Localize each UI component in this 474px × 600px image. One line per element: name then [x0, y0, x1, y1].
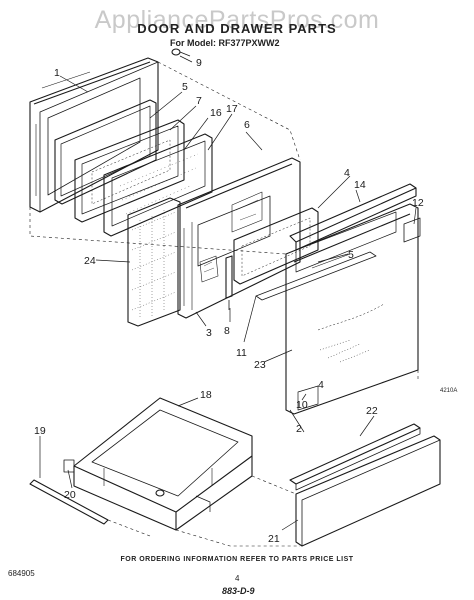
callout-5a: 5	[182, 81, 188, 93]
revision-code: 883-D-9	[222, 586, 255, 596]
callout-9: 9	[196, 57, 202, 69]
callout-14: 14	[354, 179, 366, 191]
door-handle-trim	[289, 183, 421, 251]
diagram-title: DOOR AND DRAWER PARTS	[137, 21, 337, 36]
drawer-rail	[29, 459, 109, 525]
door-bottom-seal	[255, 251, 377, 301]
callout-11: 11	[236, 347, 247, 359]
callout-21: 21	[268, 533, 280, 545]
callout-24: 24	[84, 255, 96, 267]
callout-22: 22	[366, 405, 378, 417]
document-number: 684905	[8, 569, 35, 578]
window-glass-right	[233, 207, 319, 285]
door-glass-panel	[103, 133, 213, 237]
callout-7: 7	[196, 95, 202, 107]
callout-1: 1	[54, 67, 60, 79]
door-insulation	[127, 197, 181, 327]
storage-drawer	[73, 397, 253, 531]
ordering-note: FOR ORDERING INFORMATION REFER TO PARTS …	[120, 556, 354, 563]
callout-18: 18	[200, 389, 212, 401]
page-number: 4	[235, 574, 240, 583]
assembly-guide-lines	[29, 61, 419, 547]
callout-19: 19	[34, 425, 46, 437]
screw	[171, 48, 191, 57]
drawer-trim-strip	[289, 423, 421, 491]
drawer-front-panel	[295, 435, 441, 547]
callout-4a: 4	[344, 167, 350, 179]
callout-12: 12	[412, 197, 424, 209]
outer-door-front	[285, 203, 419, 415]
callout-5b: 5	[348, 249, 354, 261]
callout-17: 17	[226, 103, 238, 115]
callout-6: 6	[244, 119, 250, 131]
callout-23: 23	[254, 359, 266, 371]
callout-8: 8	[224, 325, 230, 337]
callout-4b: 4	[318, 379, 324, 391]
inner-door-liner	[177, 157, 301, 319]
callout-20: 20	[64, 489, 76, 501]
callout-3: 3	[206, 327, 212, 339]
callout-16: 16	[210, 107, 222, 119]
callout-10: 10	[296, 399, 308, 411]
callout-leader-lines	[39, 55, 417, 531]
watermark-text: AppliancePartsPros.com	[94, 6, 380, 34]
door-hinge	[225, 255, 233, 310]
model-line: For Model: RF377PXWW2	[170, 38, 280, 48]
callout-2: 2	[296, 423, 302, 435]
diagram-code: 4210A	[440, 388, 458, 394]
